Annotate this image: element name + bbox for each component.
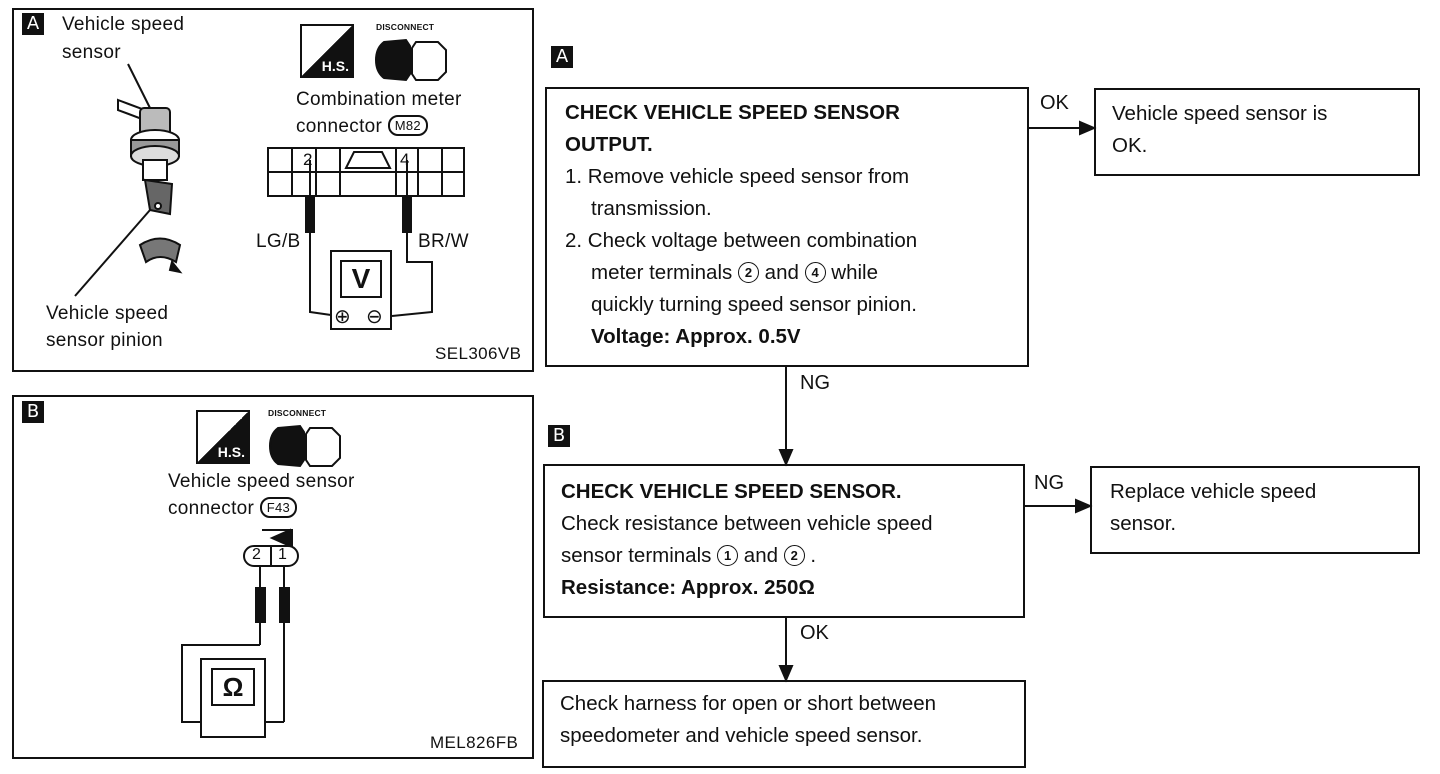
- ok-label-1: OK: [1040, 92, 1069, 114]
- minus-terminal-symbol: ⊖: [366, 306, 383, 328]
- box2-line1: Check resistance between vehicle speed: [561, 512, 933, 535]
- box2-title: CHECK VEHICLE SPEED SENSOR.: [561, 480, 902, 503]
- plus-terminal-symbol: ⊕: [334, 306, 351, 328]
- box1-title-1: CHECK VEHICLE SPEED SENSOR: [565, 101, 900, 124]
- result2-line1: Replace vehicle speed: [1110, 480, 1317, 503]
- box2-line2: sensor terminals 1 and 2 .: [561, 540, 1023, 572]
- wire-brw-label: BR/W: [418, 231, 469, 252]
- combination-meter-connector-label-2: connector M82: [296, 113, 428, 140]
- connector-label-text: connector: [168, 498, 255, 519]
- step-a-tag: A: [551, 46, 573, 68]
- ng-label-2: NG: [1034, 472, 1064, 494]
- result-sensor-ok-box: Vehicle speed sensor is OK.: [1094, 88, 1420, 176]
- box1-step1: 1. Remove vehicle speed sensor from: [565, 165, 910, 188]
- panel-b-tag: B: [22, 401, 44, 423]
- box1-terminals-post: while: [831, 261, 879, 284]
- disconnect-label: DISCONNECT: [376, 22, 435, 32]
- harness-side-icon: H.S.: [196, 410, 250, 464]
- pinion-label-1: Vehicle speed: [46, 303, 169, 324]
- panel-b: [12, 395, 534, 759]
- result2-line2: sensor.: [1110, 512, 1177, 535]
- pinion-label-2: sensor pinion: [46, 330, 163, 351]
- box1-step1-cont: transmission.: [591, 197, 712, 220]
- box1-step2-cont: meter terminals 2 and 4 while: [565, 257, 1027, 289]
- ohmmeter: Ω: [200, 658, 266, 738]
- result-replace-sensor-box: Replace vehicle speed sensor.: [1090, 466, 1420, 554]
- ng-label-1: NG: [800, 372, 830, 394]
- box1-terminals-pre: meter terminals: [591, 261, 733, 284]
- step-b-tag: B: [548, 425, 570, 447]
- check-harness-box: Check harness for open or short between …: [542, 680, 1026, 768]
- panel-a: [12, 8, 534, 372]
- final-line1: Check harness for open or short between: [560, 692, 937, 715]
- pin-4-label: 4: [400, 150, 410, 169]
- pin-2-label: 2: [303, 150, 313, 169]
- box1-title-2: OUTPUT.: [565, 133, 653, 156]
- terminal-4-marker: 4: [804, 262, 826, 283]
- connector-label-text: connector: [296, 116, 383, 137]
- box1-step2-cont2: quickly turning speed sensor pinion.: [591, 293, 917, 316]
- ok-label-2: OK: [800, 622, 829, 644]
- vss-connector-label-2: connector F43: [168, 495, 298, 522]
- voltmeter-symbol: V: [340, 260, 382, 298]
- vss-label-1: Vehicle speed: [62, 14, 185, 35]
- final-line2: speedometer and vehicle speed sensor.: [560, 724, 923, 747]
- check-vss-resistance-box: CHECK VEHICLE SPEED SENSOR. Check resist…: [543, 464, 1025, 618]
- box2-terminals-and: and: [743, 544, 779, 567]
- terminal-1-marker: 1: [717, 545, 739, 566]
- connector-id-badge: M82: [387, 115, 428, 136]
- panel-b-code: MEL826FB: [430, 733, 519, 752]
- combination-meter-connector-label-1: Combination meter: [296, 89, 462, 110]
- pin-1-label: 1: [278, 546, 287, 563]
- box2-spec: Resistance: Approx. 250Ω: [561, 576, 815, 599]
- panel-a-tag: A: [22, 13, 44, 35]
- pin-2-label: 2: [252, 546, 261, 563]
- vss-label-2: sensor: [62, 42, 121, 63]
- terminal-2-marker: 2: [783, 545, 805, 566]
- box1-spec: Voltage: Approx. 0.5V: [591, 325, 801, 348]
- box2-terminals-pre: sensor terminals: [561, 544, 712, 567]
- voltmeter: V ⊕ ⊖: [330, 250, 392, 330]
- check-vss-output-box: CHECK VEHICLE SPEED SENSOR OUTPUT. 1. Re…: [545, 87, 1029, 367]
- box2-terminals-post: .: [810, 544, 817, 567]
- wire-lgb-label: LG/B: [256, 231, 301, 252]
- connector-id-badge: F43: [259, 497, 298, 518]
- box1-terminals-and: and: [764, 261, 799, 284]
- result1-line2: OK.: [1112, 134, 1148, 157]
- result1-line1: Vehicle speed sensor is: [1112, 102, 1328, 125]
- hs-label: H.S.: [217, 444, 245, 460]
- ohmmeter-symbol: Ω: [211, 668, 255, 706]
- panel-a-code: SEL306VB: [435, 344, 522, 363]
- disconnect-label: DISCONNECT: [268, 408, 327, 418]
- harness-side-icon: H.S.: [300, 24, 354, 78]
- hs-label: H.S.: [321, 58, 349, 74]
- vss-connector-label-1: Vehicle speed sensor: [168, 471, 355, 492]
- terminal-2-marker: 2: [737, 262, 759, 283]
- box1-step2: 2. Check voltage between combination: [565, 229, 918, 252]
